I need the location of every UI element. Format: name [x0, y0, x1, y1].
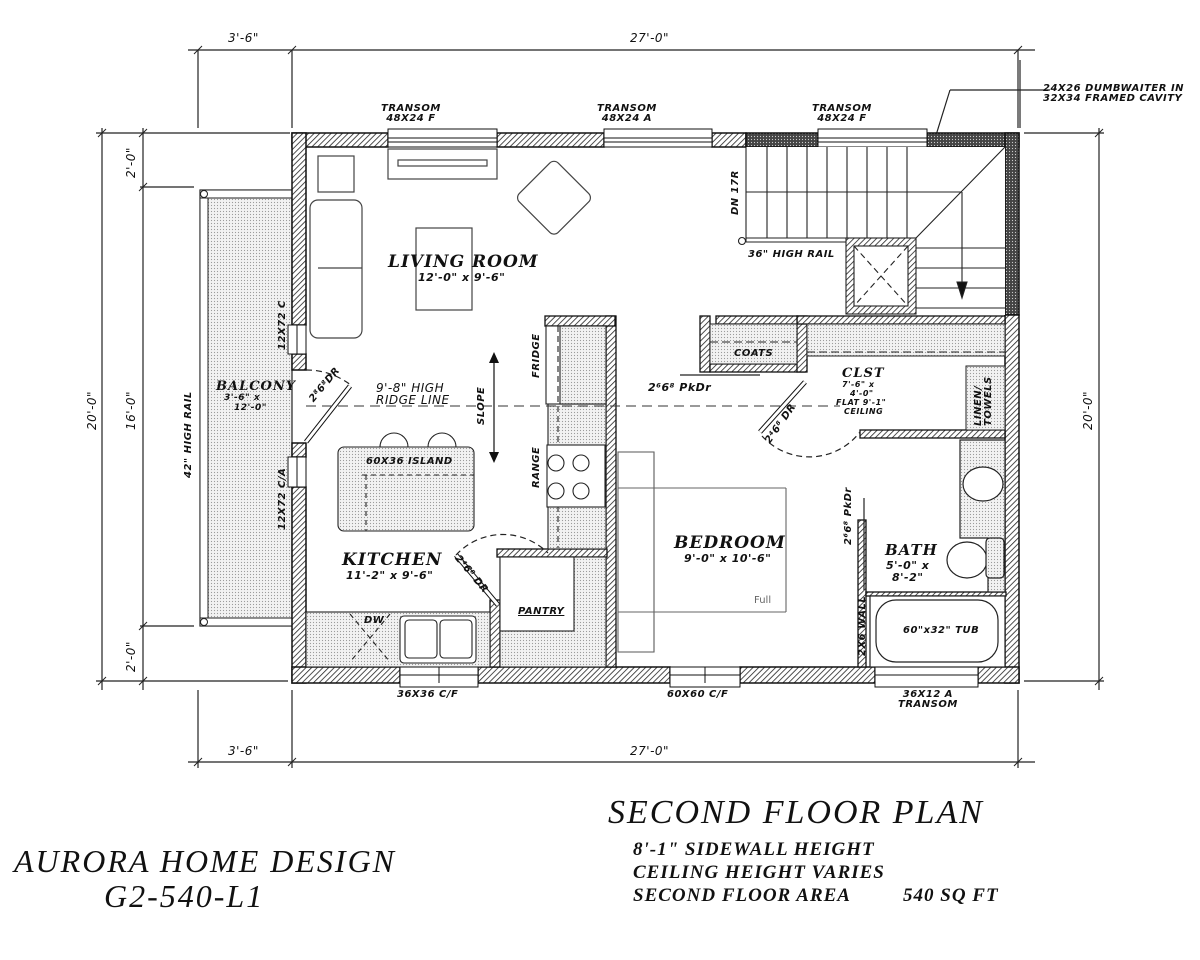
balcony — [199, 189, 293, 627]
doors — [304, 369, 865, 607]
dumbwaiter — [845, 237, 917, 315]
room-living-size: 12'-0" x 9'-6" — [418, 271, 506, 284]
dim-left-bottom: 2'-0" — [124, 641, 138, 672]
room-kitchen-name: KITCHEN — [342, 550, 443, 570]
linen-label: LINEN/TOWELS — [973, 376, 994, 426]
range-label: RANGE — [531, 446, 542, 488]
room-bedroom-size: 9'-0" x 10'-6" — [684, 552, 772, 565]
slope-label: SLOPE — [476, 386, 487, 425]
room-bath-size-2: 8'-2" — [892, 571, 924, 584]
stairs-label: DN 17R — [730, 170, 741, 215]
tub-label: 60"x32" TUB — [903, 625, 980, 636]
plan-note-area-value: 540 SQ FT — [903, 885, 999, 906]
bed-size-label: Full — [754, 595, 772, 606]
company-name: AURORA HOME DESIGN — [14, 843, 397, 879]
model-number: G2-540-L1 — [104, 878, 265, 914]
living-furniture — [309, 148, 592, 339]
window-bottom-1: 36X36 C/F — [397, 689, 459, 700]
dim-top-main: 27'-0" — [630, 31, 670, 45]
island-label: 60X36 ISLAND — [366, 456, 453, 467]
room-bath-size-1: 5'-0" x — [886, 559, 930, 572]
fridge-label: FRIDGE — [531, 333, 542, 378]
pantry-label: PANTRY — [518, 606, 565, 617]
coats-label: COATS — [734, 348, 774, 359]
room-closet-note-2: CEILING — [844, 407, 884, 416]
room-balcony-size-1: 3'-6" x — [224, 393, 261, 403]
plan-note-ceiling: CEILING HEIGHT VARIES — [633, 862, 885, 883]
dim-bottom-left: 3'-6" — [228, 744, 259, 758]
room-balcony-name: BALCONY — [216, 379, 297, 394]
dim-bottom-main: 27'-0" — [630, 744, 670, 758]
plan-title: SECOND FLOOR PLAN — [608, 794, 984, 831]
plan-note-area-label: SECOND FLOOR AREA — [633, 885, 851, 906]
rail-36-label: 36" HIGH RAIL — [748, 249, 835, 260]
room-closet-note-1: FLAT 9'-1" — [836, 398, 887, 407]
closet-shelves — [709, 323, 1006, 431]
door-pocket-bath-label: 2⁶6⁸ PkDr — [843, 487, 854, 545]
window-left-1: 12X72 C — [277, 300, 288, 350]
window-left-2: 12X72 C/A — [277, 467, 288, 530]
room-kitchen-size: 11'-2" x 9'-6" — [346, 569, 434, 582]
dim-left-overall: 20'-0" — [85, 390, 99, 430]
room-closet-size-1: 7'-6" x — [842, 380, 875, 389]
room-closet-size-2: 4'-0" — [850, 389, 874, 398]
dimension-lines — [96, 45, 1104, 768]
dim-left-mid: 16'-0" — [124, 390, 138, 430]
room-bath-name: BATH — [885, 541, 938, 559]
door-pocket-coats-label: 2⁶6⁸ PkDr — [648, 381, 712, 394]
window-bottom-2: 60X60 C/F — [667, 689, 729, 700]
room-closet-name: CLST — [842, 366, 885, 381]
dishwasher-label: DW — [364, 615, 385, 626]
rail-42-label: 42" HIGH RAIL — [183, 391, 194, 478]
dim-left-top: 2'-0" — [124, 147, 138, 178]
plan-note-sidewall: 8'-1" SIDEWALL HEIGHT — [633, 839, 875, 860]
windows — [287, 128, 979, 688]
room-balcony-size-2: 12'-0" — [234, 403, 267, 413]
dim-top-left: 3'-6" — [228, 31, 259, 45]
dim-right-overall: 20'-0" — [1081, 390, 1095, 430]
room-living-name: LIVING ROOM — [388, 252, 539, 272]
stairs — [737, 146, 1006, 315]
bath-fixtures — [869, 439, 1006, 668]
wall-label: 2X6 WALL — [857, 595, 868, 656]
kitchen-counters — [305, 325, 607, 668]
bed — [617, 451, 787, 653]
room-bedroom-name: BEDROOM — [674, 533, 786, 553]
